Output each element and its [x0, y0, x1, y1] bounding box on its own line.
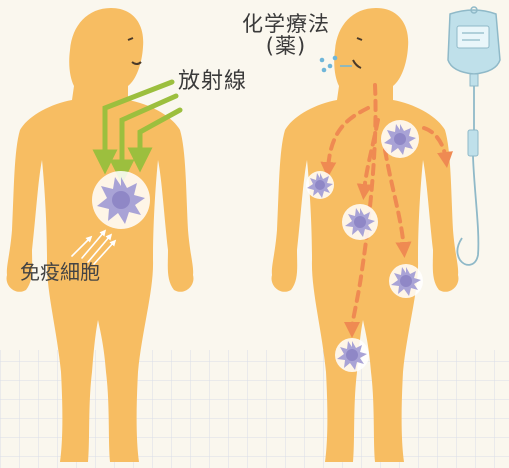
radiation-label: 放射線 — [178, 70, 247, 93]
chemotherapy-label-line1: 化学療法 — [242, 13, 330, 35]
spiky-cell-icon — [342, 204, 378, 240]
spiky-cell-icon — [389, 264, 423, 298]
immune-cells-label: 免疫細胞 — [20, 262, 100, 283]
iv-tube — [457, 86, 478, 265]
spiky-cell-icon — [381, 120, 419, 158]
chemotherapy-label: 化学療法 (薬) — [242, 13, 330, 57]
spiky-cell-icon — [306, 171, 334, 199]
spiky-cell-icon — [92, 171, 150, 229]
chemotherapy-label-line2: (薬) — [242, 35, 330, 57]
iv-drip-bag-icon — [448, 7, 500, 265]
spiky-cell-icon — [335, 338, 369, 372]
